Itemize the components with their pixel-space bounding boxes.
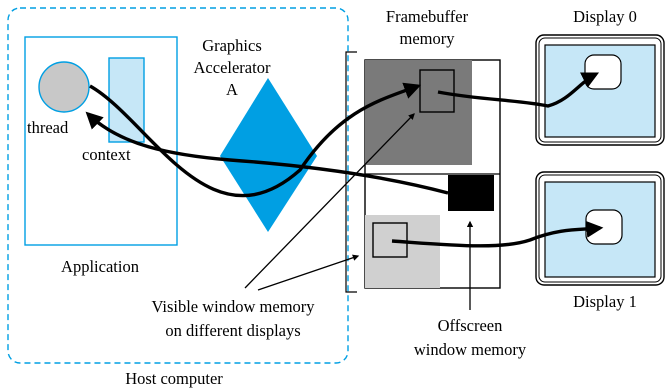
arrow-thread-to-window-0 — [89, 82, 422, 198]
offscreen-label-1: Offscreen — [438, 316, 503, 335]
thread-circle — [38, 61, 90, 113]
window-square-1 — [372, 222, 408, 258]
framebuffer-label-2: memory — [400, 29, 456, 48]
arrow-window-0-to-display-0 — [437, 72, 600, 108]
graphics-accelerator-label-2: Accelerator — [194, 58, 271, 77]
thread-label: thread — [27, 118, 69, 137]
display-1-label: Display 1 — [573, 292, 637, 311]
offscreen-label-2: window memory — [414, 340, 527, 359]
graphics-accelerator-label-3: A — [226, 80, 238, 99]
graphics-accelerator-diamond — [220, 78, 317, 232]
pointer-visible-to-window-1 — [257, 254, 360, 291]
host-computer-boundary — [7, 7, 349, 364]
visible-window-label-1: Visible window memory — [151, 297, 315, 316]
graphics-accelerator-label-1: Graphics — [202, 36, 262, 55]
arrow-window-1-to-display-1 — [391, 220, 604, 248]
display-0-label: Display 0 — [573, 7, 637, 26]
arrow-offscreen-to-thread — [85, 111, 449, 195]
pointer-visible-to-window-0 — [244, 113, 415, 289]
framebuffer-visible-region-1 — [365, 215, 440, 288]
context-label: context — [82, 145, 131, 164]
host-computer-label: Host computer — [125, 369, 223, 388]
visible-window-label-2: on different displays — [165, 321, 300, 340]
application-label: Application — [61, 257, 139, 276]
framebuffer-label-1: Framebuffer — [386, 7, 469, 26]
framebuffer-visible-region-0 — [365, 60, 472, 165]
display-0 — [535, 34, 665, 146]
offscreen-window-block — [448, 175, 494, 211]
